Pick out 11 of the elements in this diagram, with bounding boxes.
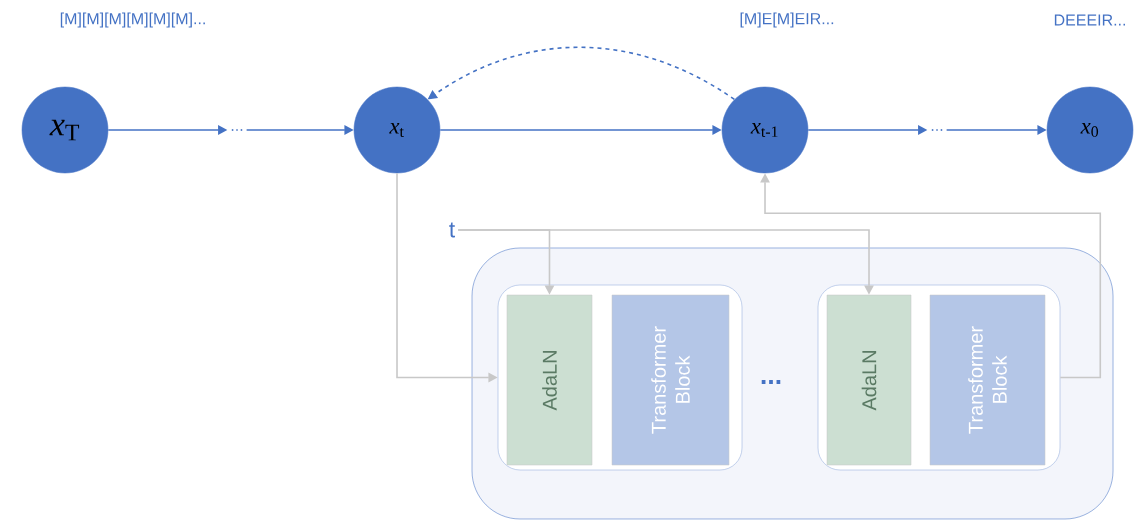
- layer-block: Transformer Block: [929, 294, 1046, 466]
- sequence-label: [M]E[M]EIR...: [740, 12, 834, 28]
- ellipsis: ...: [231, 129, 243, 131]
- ellipsis: ...: [931, 129, 943, 131]
- ellipsis: ...: [761, 380, 781, 384]
- time-label: t: [449, 222, 455, 238]
- layer-block: Transformer Block: [611, 294, 730, 466]
- layer-block: AdaLN: [506, 294, 593, 466]
- sequence-label: DEEEIR...: [1054, 14, 1125, 26]
- sequence-label: [M][M][M][M][M][M]...: [60, 12, 205, 28]
- layer-block: AdaLN: [826, 294, 912, 466]
